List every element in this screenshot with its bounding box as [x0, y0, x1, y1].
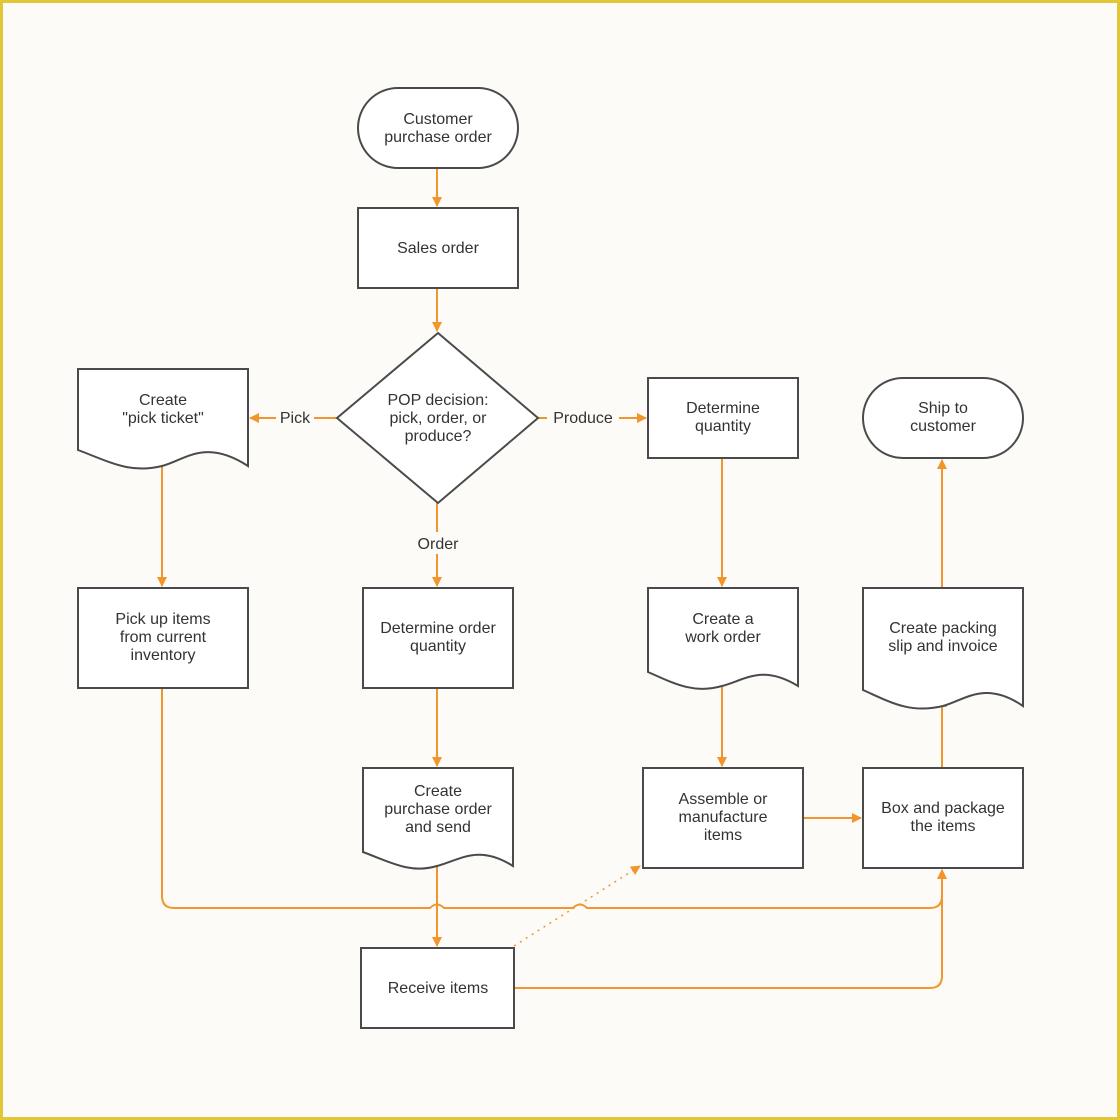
node-label-line: manufacture [679, 809, 768, 826]
node-label-line: quantity [410, 638, 466, 655]
node-label-line: purchase order [384, 129, 492, 146]
edge-label-produce: Produce [553, 410, 613, 427]
node-label-line: items [704, 827, 742, 844]
node-sales-order: Sales order [357, 207, 519, 289]
node-label-line: from current [120, 629, 207, 646]
node-label-line: "pick ticket" [122, 410, 204, 427]
node-label-line: POP decision: [387, 392, 488, 409]
node-label-line: Sales order [397, 240, 479, 257]
node-label-line: Receive items [388, 980, 488, 997]
node-label-line: produce? [405, 428, 472, 445]
node-create-pick-ticket: Create"pick ticket" [77, 368, 249, 470]
node-label-line: quantity [695, 418, 751, 435]
node-label-line: purchase order [384, 801, 492, 818]
connectors [157, 168, 947, 989]
node-label-line: Create a [692, 611, 753, 628]
node-label-line: Determine order [380, 620, 496, 637]
node-label-line: pick, order, or [390, 410, 488, 427]
node-label-receive: Receive items [388, 980, 488, 997]
node-label-line: inventory [131, 647, 196, 664]
node-label-line: customer [910, 418, 976, 435]
edge-pick-items-to-box [161, 688, 947, 909]
node-label-line: Customer [403, 111, 473, 128]
node-label-line: slip and invoice [888, 638, 998, 655]
edge-receive-to-box [514, 869, 947, 989]
node-label-line: the items [911, 818, 976, 835]
edge-label-pick: Pick [280, 410, 311, 427]
node-label-line: Create [139, 392, 187, 409]
node-label-line: Create packing [889, 620, 997, 637]
edge-labels: Pick Produce Order [276, 406, 619, 554]
node-label-line: and send [405, 819, 471, 836]
node-label-pick-ticket: Create"pick ticket" [122, 392, 204, 427]
node-label-line: Pick up items [115, 611, 210, 628]
node-receive-items: Receive items [360, 947, 515, 1029]
node-label-line: Create [414, 783, 462, 800]
node-label-line: Assemble or [679, 791, 769, 808]
node-label-line: Determine [686, 400, 760, 417]
node-label-line: work order [684, 629, 761, 646]
node-label-line: Box and package [881, 800, 1005, 817]
edge-label-order: Order [418, 536, 460, 553]
node-label-line: Ship to [918, 400, 968, 417]
node-label-sales-order: Sales order [397, 240, 479, 257]
